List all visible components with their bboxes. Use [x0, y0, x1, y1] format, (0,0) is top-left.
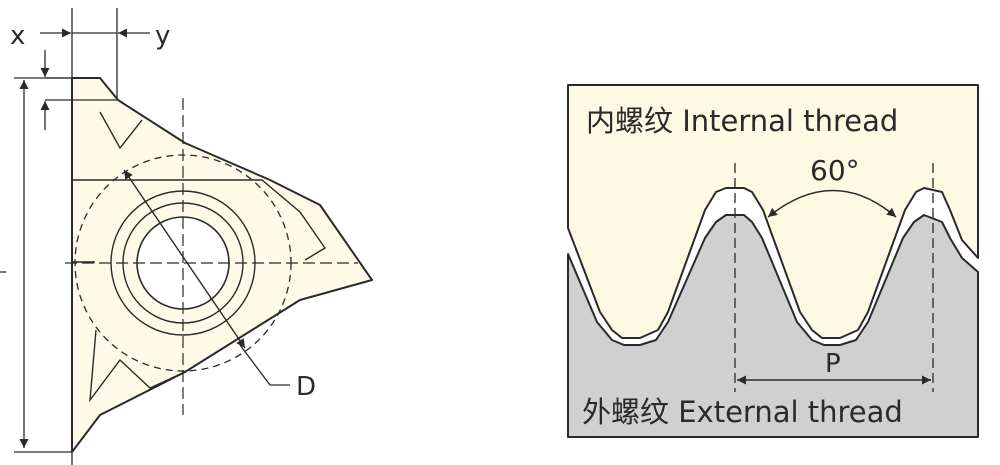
internal-thread-label: 内螺纹 Internal thread — [586, 104, 898, 138]
d-diameter-arrow — [123, 169, 246, 349]
angle-arc — [767, 189, 897, 218]
y-label: y — [155, 21, 170, 51]
d-label: D — [296, 372, 316, 402]
external-thread-label: 外螺纹 External thread — [582, 395, 903, 429]
d-leader-line — [239, 344, 290, 386]
pitch-label: P — [825, 349, 841, 379]
thread-diagram: 内螺纹 Internal thread 外螺纹 External thread … — [567, 84, 979, 438]
angle-label: 60° — [810, 154, 860, 187]
x-label: x — [10, 21, 25, 51]
insert-diagram: D x y — [0, 8, 373, 465]
